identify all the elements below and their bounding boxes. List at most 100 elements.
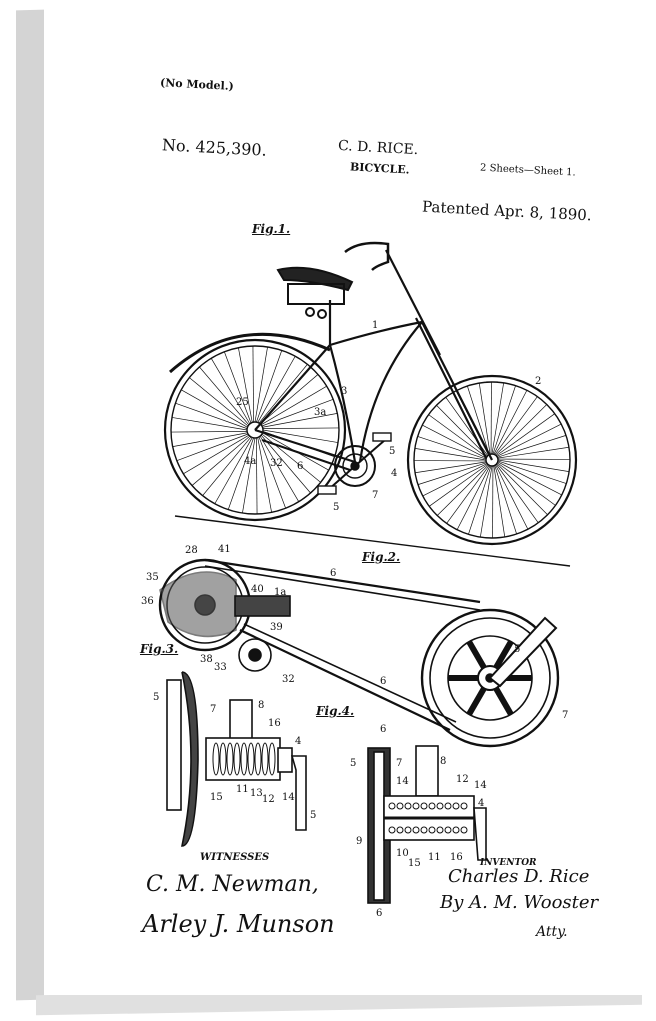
label-5-fig3: 5 — [153, 692, 159, 703]
spoke — [261, 433, 321, 483]
spring-coil — [268, 742, 276, 776]
label-1a: 1a — [274, 587, 286, 598]
fig3-section — [166, 671, 307, 847]
spoke — [446, 465, 490, 524]
spoke — [414, 461, 487, 474]
spoke — [492, 385, 516, 455]
spoke — [497, 460, 567, 484]
label-12-fig3: 12 — [262, 794, 275, 805]
label-10-fig4: 10 — [396, 848, 409, 859]
label-8-fig4: 8 — [440, 756, 446, 767]
spoke — [262, 427, 339, 429]
label-16-fig3: 16 — [268, 718, 281, 729]
spoke — [478, 382, 491, 455]
label-7-fig4: 7 — [396, 758, 402, 769]
spring-coil — [233, 742, 241, 776]
spoke — [495, 404, 548, 456]
spring-coil — [240, 742, 248, 776]
label-15-fig3: 15 — [210, 792, 223, 803]
spoke — [479, 465, 493, 538]
label-pedal-2: 5 — [333, 502, 339, 513]
bearing-ball — [428, 826, 436, 834]
spoke — [456, 465, 491, 530]
spoke — [262, 413, 338, 428]
bearing-ball — [404, 802, 412, 810]
spoke — [181, 389, 248, 428]
label-14-fig4: 14 — [396, 776, 409, 787]
label-3a: 3a — [314, 407, 326, 418]
label-35: 35 — [146, 572, 159, 583]
spoke — [494, 465, 517, 535]
spoke — [176, 433, 249, 461]
spoke — [493, 390, 528, 455]
spring-coil — [212, 742, 220, 776]
spring-coil — [254, 742, 262, 776]
label-8-fig3: 8 — [258, 700, 264, 711]
label-11-fig4: 11 — [428, 852, 441, 863]
bearing-ball — [452, 826, 460, 834]
label-32b: 32 — [282, 674, 295, 685]
spoke — [496, 413, 555, 457]
inventor-signature: Charles D. Rice — [448, 866, 590, 887]
label-16-fig4: 16 — [450, 852, 463, 863]
spoke — [252, 346, 254, 423]
label-15-fig4: 15 — [408, 858, 421, 869]
spoke — [256, 437, 258, 514]
witnesses-label: WITNESSES — [200, 852, 270, 863]
spoke — [497, 462, 556, 506]
spoke — [189, 377, 249, 427]
label-25: 25 — [236, 397, 249, 408]
inventor-label: INVENTOR — [480, 858, 537, 868]
label-41: 41 — [218, 544, 231, 555]
bearing-ball — [436, 802, 444, 810]
spoke — [258, 436, 286, 509]
spoke — [422, 424, 487, 459]
label-33: 33 — [214, 662, 227, 673]
spoke — [468, 465, 492, 535]
spoke — [260, 434, 311, 494]
spoke — [254, 346, 268, 423]
spoke — [257, 437, 272, 513]
attorney-name: A. M. Wooster — [469, 892, 599, 913]
spoke — [414, 447, 487, 461]
spoke — [210, 358, 251, 425]
label-32: 32 — [270, 458, 283, 469]
label-crank: 4 — [391, 468, 397, 479]
spoke — [183, 434, 250, 475]
bearing-ball — [420, 802, 428, 810]
spoke — [497, 461, 562, 496]
spoke — [259, 435, 300, 502]
spoke — [227, 437, 254, 510]
rear-mudguard — [169, 332, 331, 374]
spoke — [436, 464, 489, 516]
spoke — [429, 463, 488, 507]
label-6b-fig4: 6 — [376, 908, 382, 919]
spring-coil — [219, 742, 227, 776]
label-11-fig3: 11 — [236, 784, 249, 795]
bearing-ball — [388, 826, 396, 834]
bearing-ball — [460, 802, 468, 810]
label-belt-top: 6 — [330, 568, 336, 579]
pulley-spoke — [493, 686, 514, 716]
spoke — [257, 356, 296, 423]
attorney-signature: By A. M. Wooster — [440, 892, 598, 913]
label-pedal: 5 — [389, 446, 395, 457]
spoke — [496, 423, 562, 457]
bearing-ball — [412, 826, 420, 834]
spoke — [494, 396, 538, 455]
spoke — [491, 382, 505, 455]
spoke — [497, 459, 570, 473]
spoke — [259, 374, 319, 425]
spoke — [417, 462, 487, 485]
spoke — [171, 431, 248, 433]
ground-line — [174, 515, 571, 567]
label-40: 40 — [251, 584, 264, 595]
by-text: By — [440, 892, 464, 913]
label-7-fig3: 7 — [210, 704, 216, 715]
saddle — [276, 266, 354, 319]
bearing-ball — [444, 826, 452, 834]
label-38: 38 — [200, 654, 213, 665]
pulley-spoke — [466, 686, 487, 716]
witness-signature-1: C. M. Newman, — [146, 872, 319, 897]
